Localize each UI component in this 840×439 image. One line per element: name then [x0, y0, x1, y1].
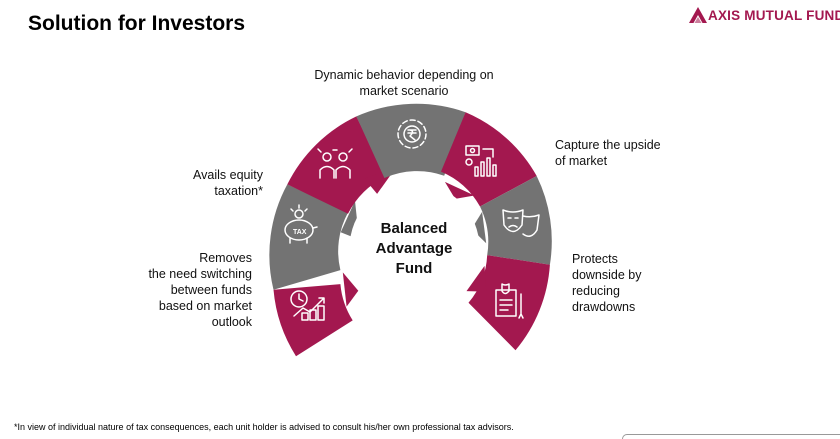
segment-3-shape — [287, 116, 386, 214]
center-label-line1: Balanced — [380, 220, 448, 237]
segment-1-arrow — [342, 272, 359, 307]
segment-6-shape — [480, 176, 552, 265]
segment-5-arrow — [444, 181, 475, 199]
label-protects-downside: Protects downside by reducing drawdowns — [572, 252, 642, 314]
growth-chart-icon — [290, 290, 325, 321]
corner-decoration — [622, 434, 840, 439]
footnote: *In view of individual nature of tax con… — [14, 422, 514, 432]
segment-7-shape — [468, 255, 550, 351]
brand-name: AXIS MUTUAL FUND — [708, 8, 840, 23]
investors-network-icon — [317, 148, 353, 179]
brand-logo: AXIS MUTUAL FUND — [688, 5, 840, 27]
segment-4-shape — [356, 103, 466, 178]
segment-5 — [441, 112, 537, 207]
rupee-cycle-icon — [397, 119, 427, 149]
label-dynamic-behavior: Dynamic behavior depending on market sce… — [314, 68, 494, 98]
label-equity-taxation: Avails equity taxation* — [193, 168, 263, 198]
drama-masks-icon — [502, 209, 540, 237]
center-circle — [349, 183, 480, 313]
money-chart-icon — [465, 145, 497, 177]
segment-6-arrow — [471, 211, 487, 244]
svg-text:TAX: TAX — [293, 229, 307, 236]
label-removes-switching: Removes the need switching between funds… — [148, 251, 252, 329]
axis-logo-icon — [689, 7, 707, 23]
label-capture-upside: Capture the upside of market — [555, 138, 661, 168]
center-label-line3: Fund — [395, 260, 433, 277]
center-label: Balanced Advantage Fund — [364, 219, 464, 279]
segment-7 — [466, 255, 550, 351]
page-title: Solution for Investors — [28, 12, 246, 35]
shield-document-icon — [495, 283, 524, 319]
segment-7-arrow — [466, 265, 487, 292]
piggy-bank-tax-icon: TAX — [284, 204, 318, 244]
segment-5-shape — [441, 112, 537, 207]
segment-6 — [471, 176, 552, 265]
center-label-line2: Advantage — [375, 240, 453, 257]
